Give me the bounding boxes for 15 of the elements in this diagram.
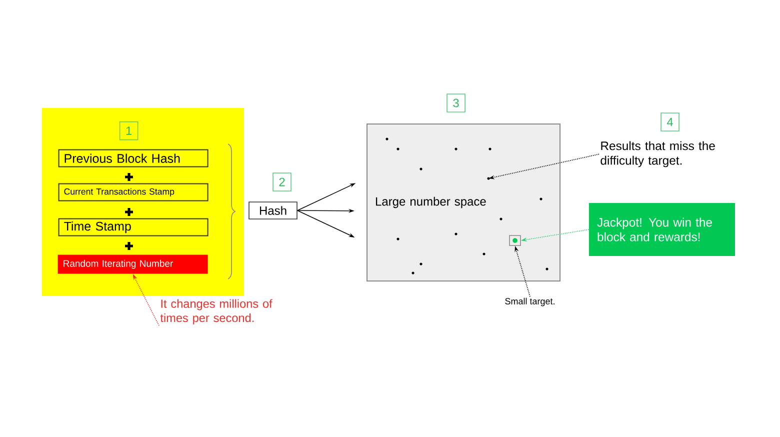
- step-number: 3: [446, 94, 466, 112]
- step-number: 2: [272, 172, 292, 192]
- hash-box: Hash: [248, 202, 298, 220]
- note-text: It changes millions of times per second.: [160, 299, 272, 324]
- input-box: Current Transactions Stamp: [58, 183, 208, 202]
- step-number: 1: [119, 121, 138, 140]
- jackpot-box: Jackpot! You win the block and rewards!: [589, 203, 735, 256]
- input-box: Time Stamp: [58, 218, 208, 236]
- note-text: Small target.: [505, 298, 554, 306]
- step-number: 4: [660, 112, 680, 132]
- number-space-box: Large number space: [366, 124, 560, 282]
- input-box: Previous Block Hash: [58, 149, 208, 168]
- target-box: [509, 235, 521, 246]
- note-text: Results that miss the difficulty target.: [600, 141, 715, 168]
- nonce-box: Random Iterating Number: [58, 254, 208, 274]
